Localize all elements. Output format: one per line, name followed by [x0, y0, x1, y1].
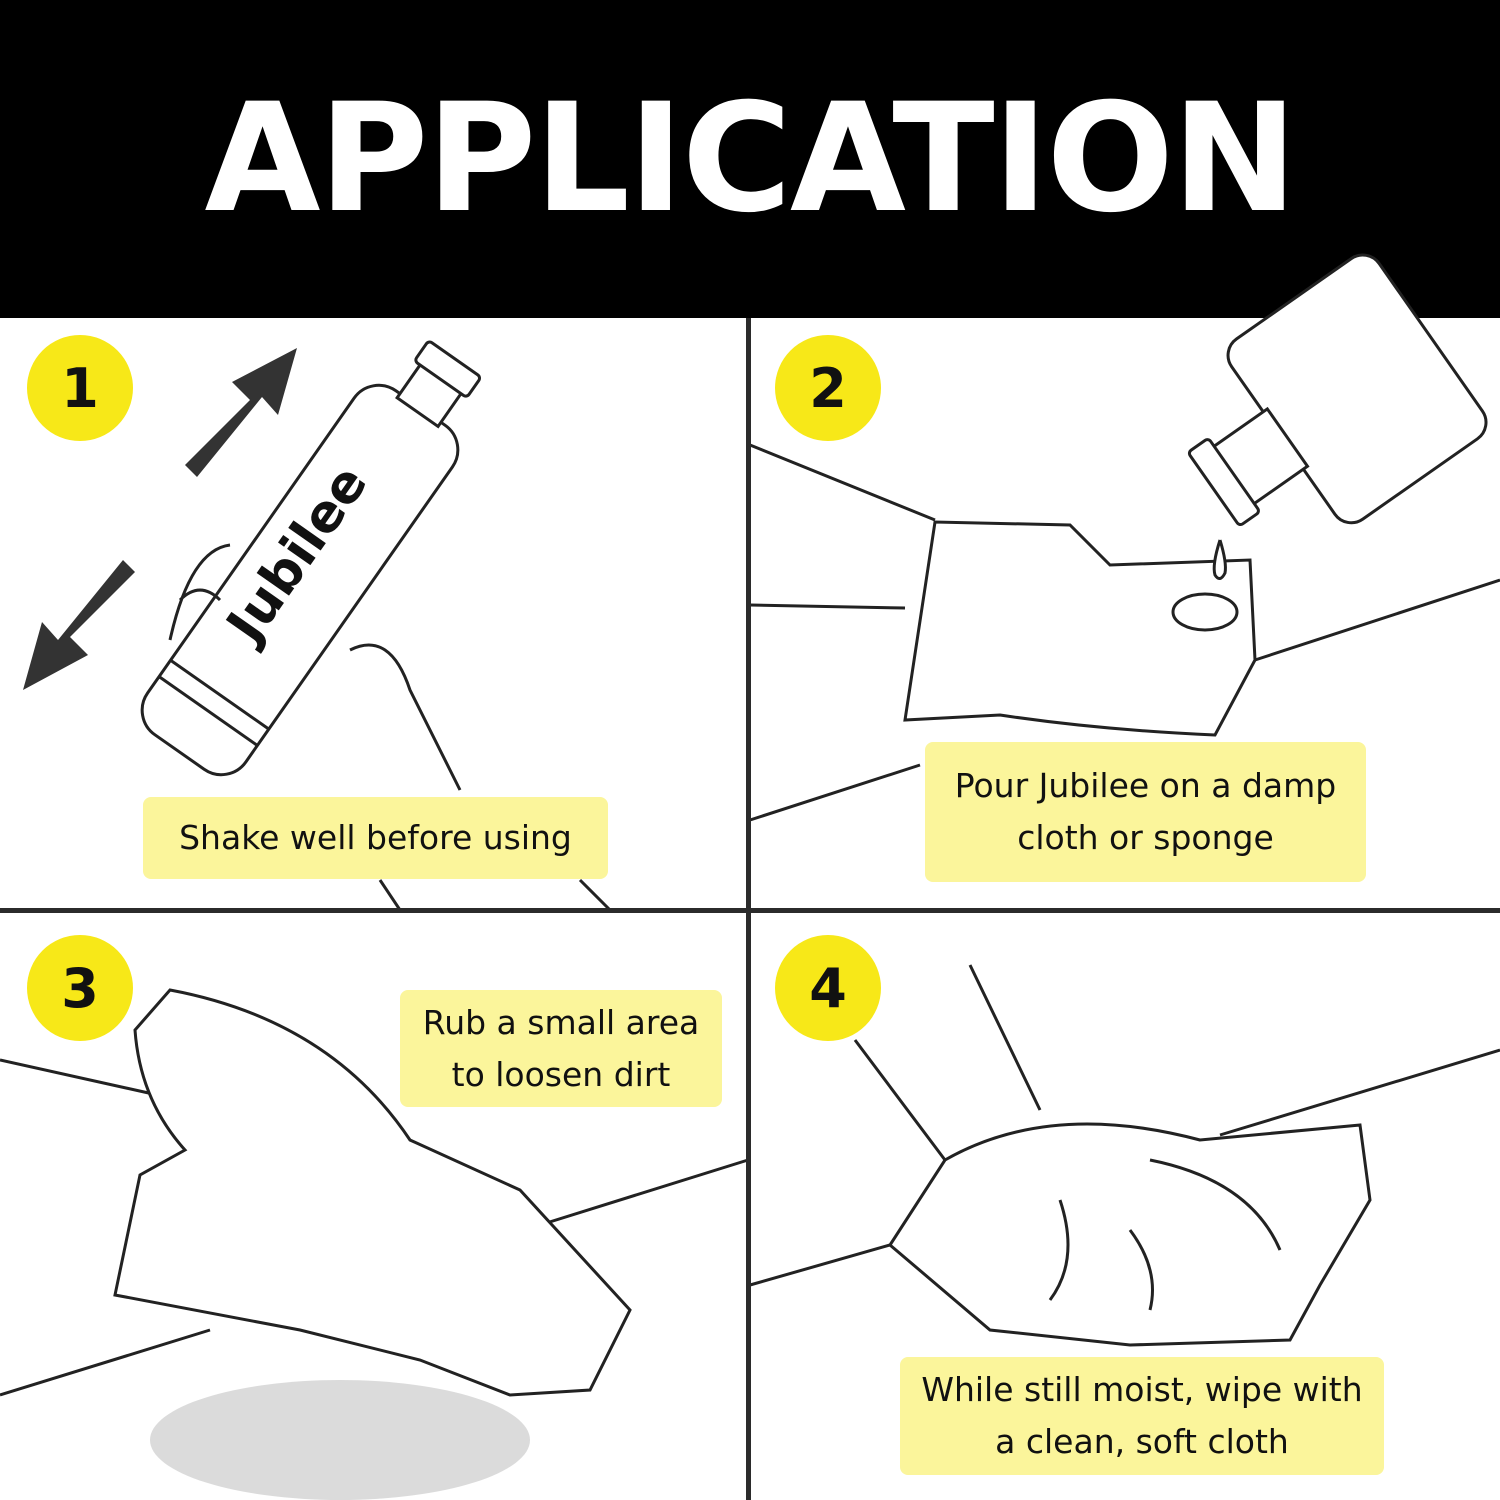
step-2-badge: 2 [775, 335, 881, 441]
arrow-down-left-icon [23, 560, 135, 690]
step-2-caption: Pour Jubilee on a damp cloth or sponge [925, 742, 1366, 882]
step-3-badge: 3 [27, 935, 133, 1041]
page-title: APPLICATION [204, 72, 1297, 246]
header-banner: APPLICATION [0, 0, 1500, 318]
step-1-badge: 1 [27, 335, 133, 441]
step-4-badge: 4 [775, 935, 881, 1041]
arrow-up-right-icon [185, 348, 297, 477]
step-4-caption: While still moist, wipe with a clean, so… [900, 1357, 1384, 1475]
divider-horizontal [0, 908, 1500, 913]
step-3-caption: Rub a small area to loosen dirt [400, 990, 722, 1107]
bottle-illustration: Jubilee [140, 340, 482, 777]
step-1-caption: Shake well before using [143, 797, 608, 879]
